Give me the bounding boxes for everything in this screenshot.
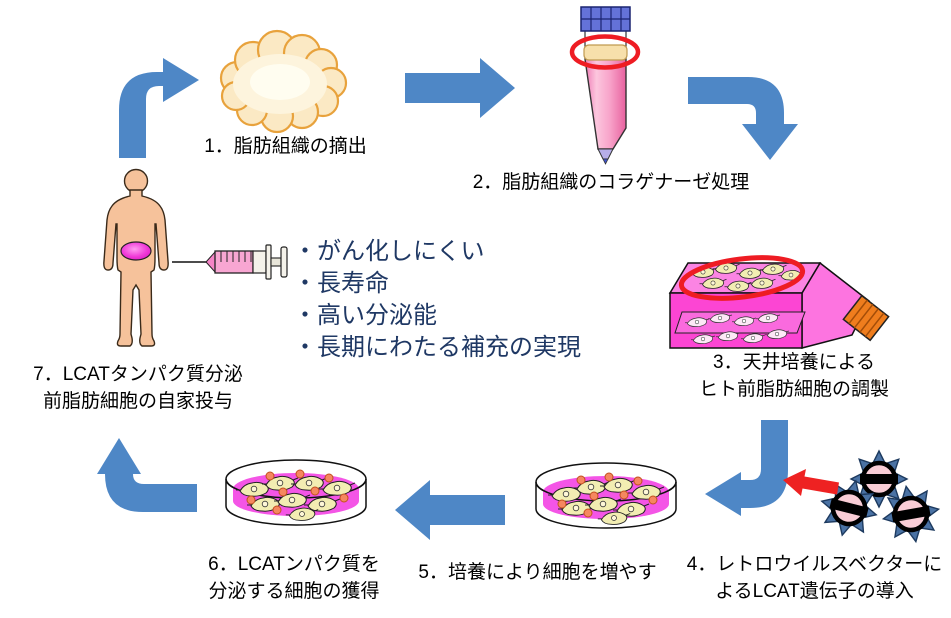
- step-2-label: 2．脂肪組織のコラゲナーゼ処理: [472, 172, 750, 193]
- adipose-tissue-icon: [219, 29, 348, 134]
- flow-arrows: [97, 58, 798, 540]
- step-5-label: 5．培養により細胞を増やす: [418, 562, 657, 583]
- benefits-list: ・がん化しにくい ・長寿命 ・高い分泌能 ・長期にわたる補充の実現: [293, 236, 581, 364]
- tube-cap: [580, 6, 631, 32]
- step-4-label-line1: 4．レトロウイルスベクターに: [686, 554, 943, 575]
- step-6-label: 6．LCATンパク質を 分泌する細胞の獲得: [160, 551, 428, 605]
- syringe-icon: [172, 244, 288, 280]
- step-3-label-line2: ヒト前脂肪細胞の調製: [698, 379, 889, 400]
- step-1-label: 1．脂肪組織の摘出: [204, 136, 367, 157]
- ceiling-culture-highlight-ellipse: [678, 255, 806, 301]
- petri-dish-6-icon: [225, 459, 367, 526]
- step-4-label-line2: よるLCAT遺伝子の導入: [715, 581, 914, 602]
- step-3-label-line1: 3．天井培養による: [713, 352, 875, 373]
- step-6-label-line2: 分泌する細胞の獲得: [208, 581, 380, 602]
- human-body-icon: [103, 168, 169, 347]
- flow-arrow-3-to-5: [705, 420, 788, 516]
- retrovirus-icons: [783, 451, 943, 546]
- step-3-label: 3．天井培養による ヒト前脂肪細胞の調製: [660, 349, 928, 403]
- gene-transfer-red-arrow: [783, 469, 839, 496]
- petri-dish-5-icon: [535, 462, 677, 529]
- step-6-label-line1: 6．LCATンパク質を: [208, 554, 380, 575]
- step-4-label: 4．レトロウイルスベクターに よるLCAT遺伝子の導入: [663, 551, 951, 605]
- benefit-item: ・長寿命: [293, 270, 389, 297]
- abdomen-fat-site: [120, 241, 152, 261]
- flow-arrow-2-to-3: [688, 77, 798, 160]
- step-7-label-line1: 7．LCATタンパク質分泌: [33, 364, 243, 385]
- flow-arrow-5-to-6: [395, 480, 505, 540]
- fat-layer-highlight-ellipse: [569, 34, 641, 70]
- flask-cap: [842, 294, 890, 342]
- flow-arrow-1-to-2: [405, 58, 515, 118]
- benefit-item: ・がん化しにくい: [293, 238, 485, 265]
- step-7-label: 7．LCATタンパク質分泌 前脂肪細胞の自家投与: [0, 361, 276, 415]
- flow-arrow-6-to-7: [97, 438, 197, 512]
- benefit-item: ・高い分泌能: [293, 302, 437, 329]
- step-7-label-line2: 前脂肪細胞の自家投与: [42, 391, 233, 412]
- culture-flask-icon: [668, 255, 890, 349]
- benefit-item: ・長期にわたる補充の実現: [293, 334, 581, 361]
- centrifuge-tube-icon: [569, 6, 641, 165]
- flow-arrow-7-to-1: [119, 58, 199, 158]
